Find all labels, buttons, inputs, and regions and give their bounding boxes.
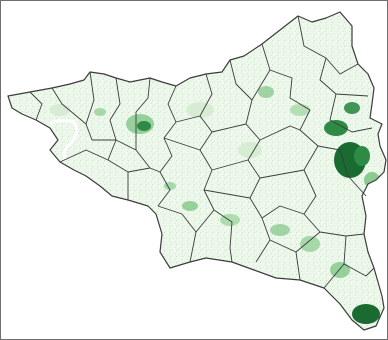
vegetation-patches bbox=[50, 86, 380, 324]
river-channel bbox=[49, 118, 79, 161]
commune-boundaries bbox=[29, 15, 375, 289]
